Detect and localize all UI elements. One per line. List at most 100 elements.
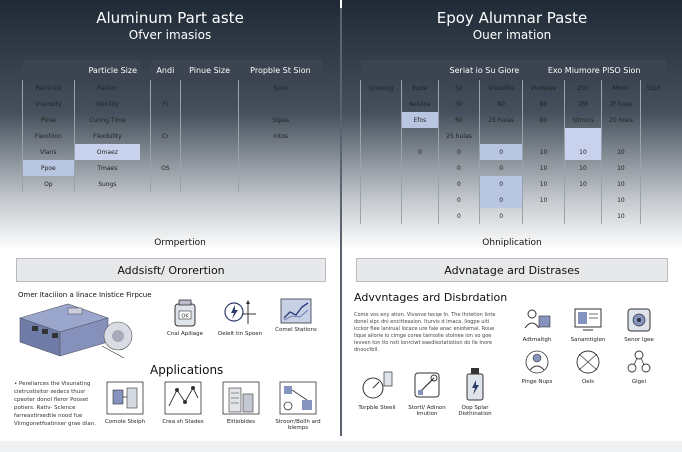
- left-banner: Addsisft/ Ororertion: [16, 258, 326, 282]
- icon-card-sensor: Senor lgee: [616, 306, 662, 343]
- table-cell: [401, 208, 439, 224]
- table-cell: Omaez: [73, 144, 140, 160]
- icon-card-container: OK Cnal Apiliage: [165, 298, 205, 337]
- screen-icon: [574, 308, 602, 331]
- table-header: Pinue Size: [180, 60, 239, 80]
- icon-card-person: Pinge Nups: [514, 348, 560, 385]
- icon-card-screen: Sanamtiglen: [564, 306, 612, 343]
- table-cell: [640, 208, 666, 224]
- icon-card-circle: Oels: [564, 348, 612, 385]
- right-caption: Ohniplication: [482, 238, 542, 248]
- table-cell: 0: [437, 160, 480, 176]
- icon-card-bottle: Oop Splar Disthination: [450, 366, 500, 417]
- table-col-header: Onoloug: [359, 80, 402, 96]
- table-cell: [401, 160, 439, 176]
- gauge-icon: [362, 371, 393, 399]
- left-caption: Ormpertion: [154, 238, 206, 248]
- table-cell: [401, 128, 439, 144]
- table-cell: [640, 192, 666, 208]
- table-cell: Stpes: [238, 112, 322, 128]
- table-cell: [179, 144, 239, 160]
- panel-divider: [340, 8, 342, 436]
- bullet-text: Pereliarces the Visunating cietrustisito…: [14, 381, 96, 427]
- icon-label: Pinge Nups: [521, 379, 553, 385]
- diagram-label: Omer Itaciiion a linace Inistice Firpcue: [18, 291, 152, 299]
- table-cell: 2f hoes: [600, 96, 641, 112]
- table-col-header: 200: [564, 80, 602, 96]
- icon-label: Crea sh Stades: [162, 419, 204, 425]
- building-icon: [222, 381, 260, 415]
- diagram-icon: [279, 381, 317, 415]
- table-cell: 0: [479, 144, 523, 160]
- table-cell: 10: [564, 160, 602, 176]
- table-cell: Aelvice: [401, 96, 439, 112]
- table-cell: Efos: [401, 112, 439, 128]
- icon-label: Torpble Steeil: [358, 405, 396, 411]
- table-cell: Viecility: [73, 96, 140, 112]
- icon-card-bolt: Oelelt tin Spoen: [215, 298, 265, 337]
- table-cell: 10: [521, 144, 565, 160]
- table-cell: [359, 112, 402, 128]
- table-cell: 0: [479, 160, 523, 176]
- table-cell: 0: [479, 192, 523, 208]
- app-card-building: Elitiobldes: [218, 380, 264, 425]
- table-cell: 0: [437, 208, 480, 224]
- table-cell: 10: [521, 160, 565, 176]
- people-icon: [524, 309, 551, 329]
- table-cell: Cr: [150, 128, 181, 144]
- table-cell: [179, 160, 239, 176]
- table-cell: [238, 176, 322, 192]
- table-cell: Curing Time: [73, 112, 140, 128]
- molecule-icon: [627, 350, 651, 373]
- table-cell: [640, 96, 666, 112]
- table-cell: 80: [521, 112, 565, 128]
- table-col-header: Epde: [401, 80, 439, 96]
- table-cell: [359, 208, 402, 224]
- advantages-heading: Advvntages ard Disbrdation: [354, 291, 508, 304]
- left-title: Aluminum Part aste: [96, 9, 244, 27]
- icon-label: Sanamtiglen: [570, 337, 606, 343]
- icon-label: Oop Splar Disthination: [458, 405, 492, 417]
- right-subtitle: Ouer imation: [472, 28, 552, 42]
- icon-label: Oels: [581, 379, 595, 385]
- table-cell: [401, 176, 439, 192]
- sensor-icon: [627, 308, 651, 332]
- table-cell: Flexibility: [73, 128, 140, 144]
- table-cell: 0: [479, 208, 523, 224]
- app-card-diagram: Stroorr/Bollh ard blemps: [274, 380, 322, 431]
- table-cell: 10: [521, 176, 565, 192]
- table-cell: [640, 112, 666, 128]
- applications-bullets: • Pereliarces the Visunating cietrustisi…: [14, 380, 99, 428]
- table-cell: [179, 96, 239, 112]
- icon-label: Stroorr/Bollh ard blemps: [275, 419, 321, 431]
- table-cell: [640, 128, 666, 144]
- icon-card-people: Adtmaltgh: [514, 306, 560, 343]
- table-cell: 10: [600, 144, 641, 160]
- table-cell: [359, 128, 402, 144]
- table-cell: 10: [600, 160, 641, 176]
- table-cell: [564, 128, 602, 144]
- table-col-header: Vlodaiee: [521, 80, 565, 96]
- table-cell: [600, 128, 641, 144]
- table-cell: [150, 112, 181, 128]
- table-cell: 80: [479, 96, 523, 112]
- table-cell: Tmaes: [73, 160, 140, 176]
- table-cell: [359, 160, 402, 176]
- table-cell: Viscosity: [22, 96, 75, 112]
- person-icon: [525, 350, 549, 374]
- table-cell: 60: [437, 112, 480, 128]
- table-cell: [179, 80, 239, 96]
- table-cell: Plme: [22, 112, 75, 128]
- table-cell: OS: [150, 160, 181, 176]
- table-cell: Parkim: [73, 80, 140, 96]
- svg-text:OK: OK: [181, 314, 189, 320]
- bottle-icon: [466, 368, 484, 401]
- icon-card-chart: Comel Stations: [272, 298, 320, 333]
- table-cell: 25 hulas: [479, 112, 523, 128]
- applications-heading: Applications: [150, 363, 224, 377]
- icon-label: Glgei: [631, 379, 647, 385]
- table-cell: 0: [401, 144, 439, 160]
- table-cell: 30: [437, 96, 480, 112]
- table-cell: [640, 144, 666, 160]
